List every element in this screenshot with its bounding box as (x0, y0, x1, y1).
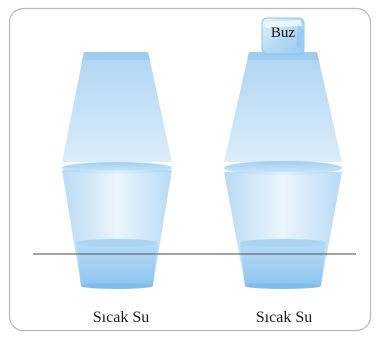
ice-label: Buz (263, 24, 303, 42)
left-hot-water (76, 242, 158, 286)
right-hot-water (240, 242, 326, 286)
left-caption: Sıcak Su (61, 309, 181, 327)
right-caption: Sıcak Su (224, 309, 344, 327)
